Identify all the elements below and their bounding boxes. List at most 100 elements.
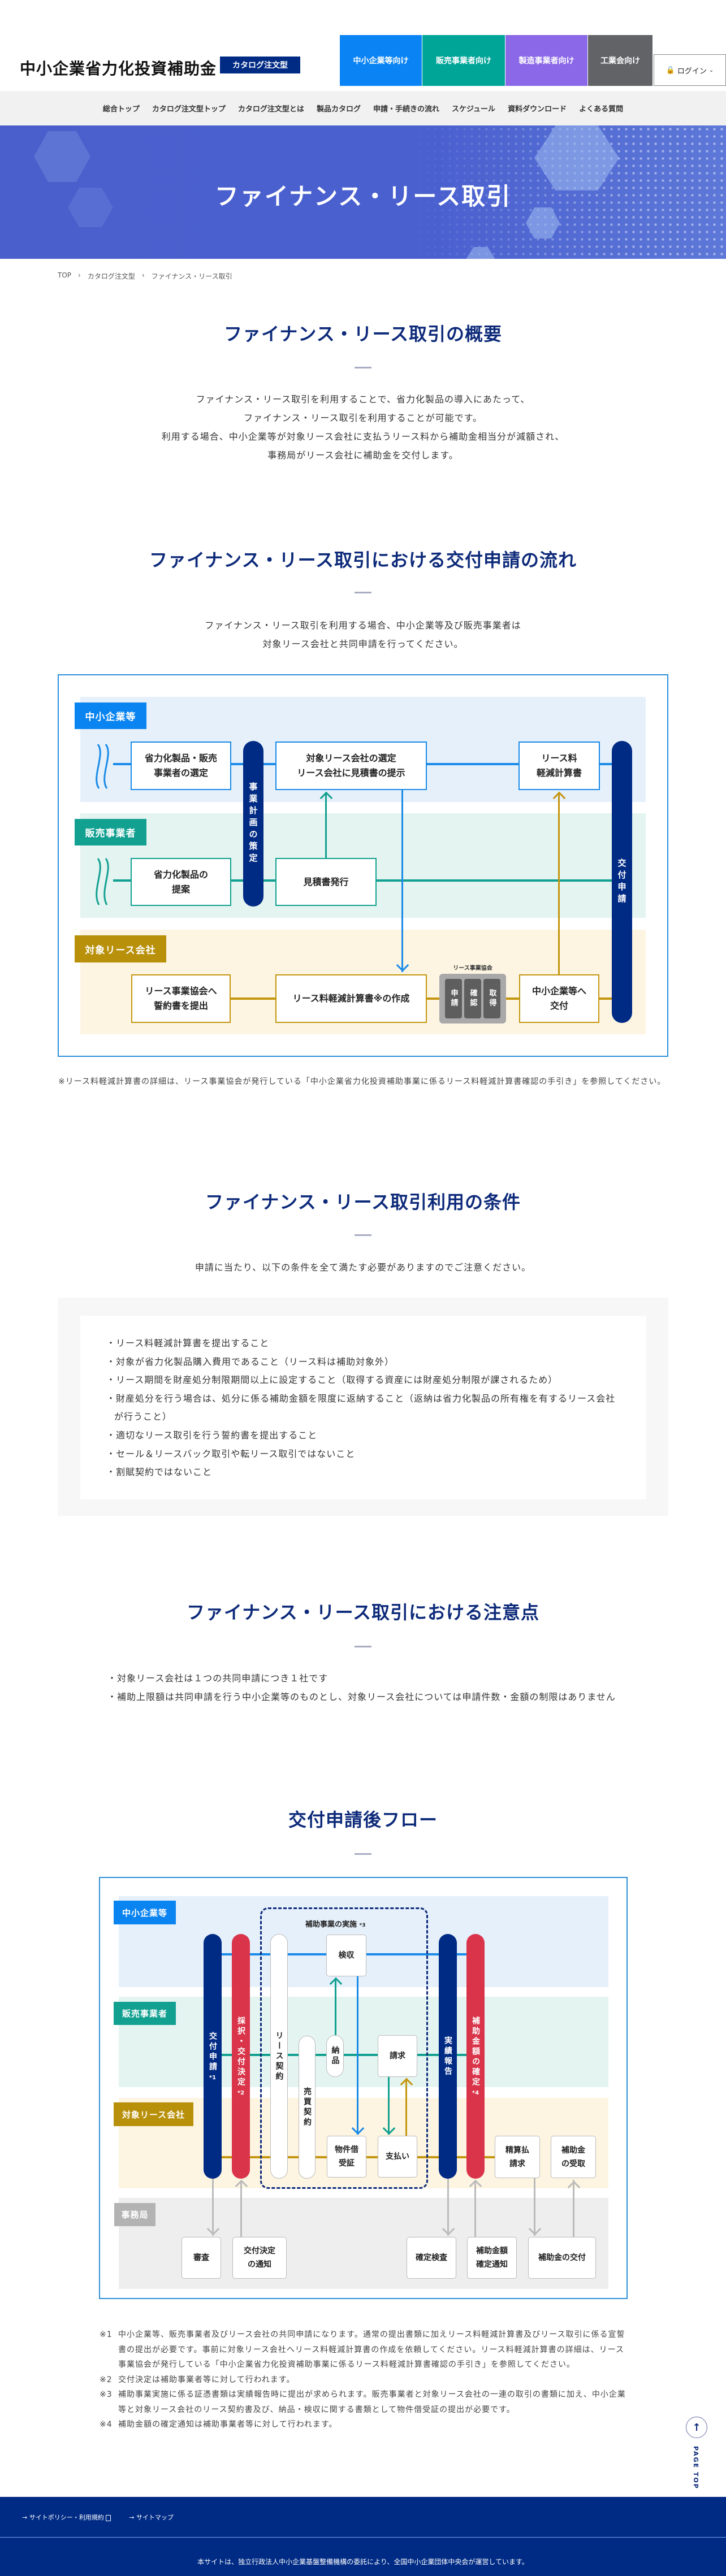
flow-intro-line: 対象リース会社と共同申請を行ってください。 xyxy=(262,639,464,649)
conditions-card: リース料軽減計算書を提出すること 対象が省力化製品購入費用であること（リース料は… xyxy=(80,1316,646,1499)
arrow-line xyxy=(388,2077,390,2135)
footer-link-policy[interactable]: → サイトポリシー・利用規約 xyxy=(22,2513,111,2522)
pill-grant-application: 交付申請 xyxy=(612,741,632,1023)
title-divider xyxy=(355,1646,371,1647)
nav-item[interactable]: 申請・手続きの流れ xyxy=(373,105,439,114)
global-nav: 総合トップ カタログ注文型トップ カタログ注文型とは 製品カタログ 申請・手続き… xyxy=(0,91,726,125)
implementation-label: 補助事業の実施 *3 xyxy=(305,1918,366,1929)
nav-item[interactable]: よくある質問 xyxy=(579,105,624,114)
step-final-inspection: 確定検査 xyxy=(407,2237,456,2279)
arrow-line xyxy=(325,792,327,859)
cautions-list: 対象リース会社は１つの共同申請につき１社です 補助上限額は共同申請を行う中小企業… xyxy=(107,1669,628,1706)
footnote-mark: ※2 xyxy=(100,2375,113,2384)
footer-links: → サイトポリシー・利用規約 → サイトマップ xyxy=(22,2513,174,2522)
arrow-line xyxy=(534,2178,535,2236)
step-payment: 支払い xyxy=(378,2136,417,2178)
copyright: 本サイトは、独立行政法人中小企業基盤整備機構の委託により、全国中小企業団体中央会… xyxy=(197,2558,529,2566)
footnote-text: 中小企業等、販売事業者及びリース会社の共同申請になります。通常の提出書類に加えリ… xyxy=(118,2330,625,2369)
flow-intro-line: ファイナンス・リース取引を利用する場合、中小企業等及び販売事業者は xyxy=(205,620,521,631)
arrow-line xyxy=(447,2176,449,2236)
nav-item[interactable]: カタログ注文型とは xyxy=(237,105,304,114)
footer-link-sitemap[interactable]: → サイトマップ xyxy=(129,2514,174,2521)
nav-item[interactable]: 資料ダウンロード xyxy=(508,105,567,114)
footnote: ※4 補助金額の確定通知は補助事業者等に対して行われます。 xyxy=(100,2417,631,2432)
breadcrumb-current: ファイナンス・リース取引 xyxy=(151,272,232,280)
caution-item: 対象リース会社は１つの共同申請につき１社です xyxy=(107,1669,628,1688)
cautions-title: ファイナンス・リース取引における注意点 xyxy=(186,1602,540,1623)
conditions-intro: 申請に当たり、以下の条件を全て満たす必要がありますのでご注意ください。 xyxy=(195,1262,531,1273)
after-flow-title: 交付申請後フロー xyxy=(288,1809,438,1831)
arrow-line xyxy=(212,2176,214,2236)
step-settlement-request: 精算払 請求 xyxy=(495,2136,540,2178)
pill-adoption-decision: 採択・交付決定*2 xyxy=(232,1934,250,2179)
footnote-text: 補助事業実施に係る証憑書類は実績報告時に提出が求められます。販売事業者と対象リー… xyxy=(118,2390,626,2414)
conditions-list: リース料軽減計算書を提出すること 対象が省力化製品購入費用であること（リース料は… xyxy=(106,1334,624,1482)
step-calc-document: リース料 軽減計算書 xyxy=(518,741,600,790)
step-receipt-certificate: 物件借 受証 xyxy=(327,2136,366,2178)
condition-item: 割賦契約ではないこと xyxy=(106,1463,624,1482)
step-select-lease-company: 対象リース会社の選定 リース会社に見積書の提示 xyxy=(275,741,427,790)
association-step: 確認 xyxy=(464,979,481,1018)
vendor-flow-line xyxy=(222,2054,466,2056)
page-top-label[interactable]: PAGE TOP xyxy=(692,2446,699,2490)
condition-item: 適切なリース取引を行う誓約書を提出すること xyxy=(106,1426,624,1445)
nav-item[interactable]: カタログ注文型トップ xyxy=(152,105,226,114)
step-invoice: 請求 xyxy=(378,2035,417,2077)
step-select-product: 省力化製品・販売 事業者の選定 xyxy=(131,741,231,790)
hexagon-decoration xyxy=(34,131,90,182)
pill-label: 採択・交付決定 xyxy=(236,2016,245,2088)
pill-label: 実績報告 xyxy=(443,2036,452,2077)
step-review: 審査 xyxy=(182,2237,221,2279)
pill-performance-report: 実績報告 xyxy=(439,1934,457,2179)
arrow-line xyxy=(573,2180,574,2237)
association-label: リース事業協会 xyxy=(453,965,492,972)
pill-label: 売買契約 xyxy=(302,2087,312,2128)
overview-text: ファイナンス・リース取引を利用することで、省力化製品の導入にあたって、 ファイナ… xyxy=(0,390,726,465)
step-inspection: 検収 xyxy=(326,1935,366,1976)
footer: → サイトポリシー・利用規約 → サイトマップ 本サイトは、独立行政法人中小企業… xyxy=(0,2497,726,2576)
nav-item[interactable]: スケジュール xyxy=(451,105,496,114)
implementation-frame xyxy=(260,1907,428,2189)
arrow-line xyxy=(401,790,403,972)
lane-vendor xyxy=(119,1997,608,2087)
site-logo[interactable]: 中小企業省力化投資補助金 xyxy=(20,59,217,78)
breadcrumb-top[interactable]: TOP xyxy=(58,271,72,279)
manufacturer-button[interactable]: 製造事業者向け xyxy=(505,35,587,86)
breadcrumb-catalog[interactable]: カタログ注文型 xyxy=(87,272,135,280)
industry-assoc-button[interactable]: 工業会向け xyxy=(588,35,652,86)
flow-title: ファイナンス・リース取引における交付申請の流れ xyxy=(149,549,577,571)
breadcrumb: TOP› カタログ注文型› ファイナンス・リース取引 xyxy=(58,271,232,281)
pill-sales-contract: 売買契約 xyxy=(299,2036,316,2179)
page-top-button[interactable]: ↑ xyxy=(686,2417,707,2438)
arrow-line xyxy=(240,2180,242,2237)
pill-label: 納品 xyxy=(330,2046,340,2066)
footer-link-label: サイトマップ xyxy=(136,2514,174,2521)
nav-item[interactable]: 総合トップ xyxy=(102,105,140,114)
lane-label-vendor: 販売事業者 xyxy=(114,2002,176,2025)
step-deliver: 中小企業等へ 交付 xyxy=(519,974,599,1023)
lane-label-sme: 中小企業等 xyxy=(114,1901,176,1924)
arrow-line xyxy=(474,2180,476,2237)
title-divider xyxy=(355,592,371,593)
footnote-text: 補助金額の確定通知は補助事業者等に対して行われます。 xyxy=(118,2420,338,2429)
arrow-line xyxy=(357,1976,358,2135)
step-grant-subsidy: 補助金の交付 xyxy=(528,2237,596,2279)
overview-line: 事務局がリース会社に補助金を交付します。 xyxy=(267,450,459,461)
vendor-button[interactable]: 販売事業者向け xyxy=(422,35,505,86)
login-button[interactable]: 🔒 ログイン ⌄ xyxy=(654,54,726,86)
footnote-mark: *1 xyxy=(209,2075,217,2081)
footnote-mark: ※4 xyxy=(100,2420,113,2429)
hexagon-decoration xyxy=(466,247,495,259)
hero-banner: ファイナンス・リース取引 xyxy=(0,125,726,259)
flow-footnote: ※リース料軽減計算書の詳細は、リース事業協会が発行している「中小企業省力化投資補… xyxy=(58,1077,666,1086)
lane-label-office: 事務局 xyxy=(114,2203,155,2226)
association-step: 申請 xyxy=(445,979,462,1018)
sme-button[interactable]: 中小企業等向け xyxy=(340,35,422,86)
external-link-icon xyxy=(106,2514,111,2521)
wave-icon xyxy=(96,858,109,905)
nav-item[interactable]: 製品カタログ xyxy=(316,105,361,114)
footnote-mark: *3 xyxy=(359,1923,366,1928)
pill-business-plan: 事業計画の策定 xyxy=(243,741,263,907)
